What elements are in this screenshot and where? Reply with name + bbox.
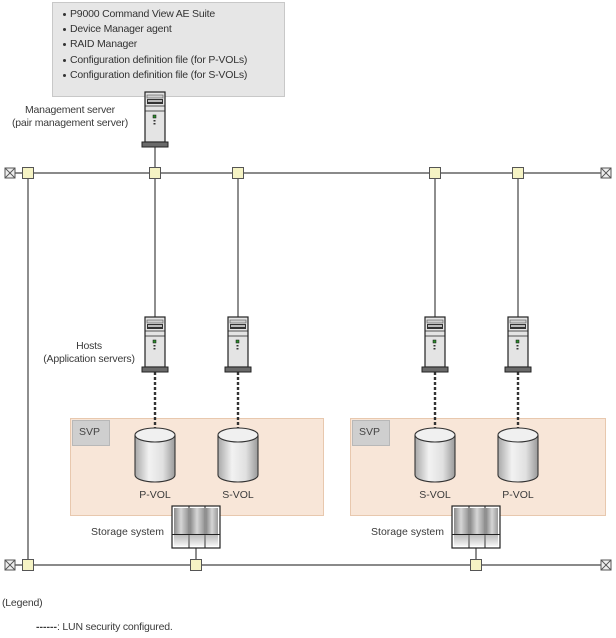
software-item: Configuration definition file (for S-VOL…: [63, 68, 284, 83]
software-item: Device Manager agent: [63, 22, 284, 37]
volume-label: P-VOL: [502, 489, 534, 501]
lan-terminator-icon: [4, 167, 16, 179]
volume-label: S-VOL: [222, 489, 254, 501]
storage-area-left: SVP: [70, 418, 324, 516]
host-server-icon[interactable]: [504, 316, 532, 373]
lan-port-node: [429, 167, 441, 179]
s-vol-cylinder-icon[interactable]: [217, 427, 259, 483]
legend-dashed-meaning: : LUN security configured.: [56, 621, 173, 633]
storage-system-label: Storage system: [371, 526, 444, 538]
lan-terminator-icon: [4, 559, 16, 571]
p-vol-cylinder-icon[interactable]: [134, 427, 176, 483]
lan-terminator-icon: [600, 167, 612, 179]
host-server-icon[interactable]: [224, 316, 252, 373]
host-server-icon[interactable]: [421, 316, 449, 373]
legend-entry: ------: LUN security configured.: [36, 621, 173, 634]
storage-system-rack-icon[interactable]: [171, 505, 221, 549]
lan-port-node: [190, 559, 202, 571]
software-item: P9000 Command View AE Suite: [63, 7, 284, 22]
software-item: RAID Manager: [63, 37, 284, 52]
hosts-label: Hosts (Application servers): [36, 340, 142, 366]
lan-port-node: [232, 167, 244, 179]
svp-badge: SVP: [352, 420, 390, 446]
management-server-label: Management server (pair management serve…: [0, 104, 140, 130]
lan-port-node: [470, 559, 482, 571]
management-server-label-line2: (pair management server): [12, 117, 128, 129]
software-list: P9000 Command View AE Suite Device Manag…: [53, 3, 284, 83]
lan-port-node: [22, 559, 34, 571]
hosts-label-line1: Hosts: [76, 340, 102, 352]
p-vol-cylinder-icon[interactable]: [497, 427, 539, 483]
storage-system-label: Storage system: [91, 526, 164, 538]
legend-dashed-symbol: ------: [36, 621, 57, 633]
legend-title: (Legend): [2, 597, 43, 609]
lan-terminator-icon: [600, 559, 612, 571]
management-software-box: P9000 Command View AE Suite Device Manag…: [52, 2, 285, 97]
hosts-label-line2: (Application servers): [43, 353, 135, 365]
management-server-label-line1: Management server: [25, 104, 115, 116]
management-server-icon[interactable]: [141, 91, 169, 148]
lan-port-node: [149, 167, 161, 179]
host-server-icon[interactable]: [141, 316, 169, 373]
lan-port-node: [512, 167, 524, 179]
software-item: Configuration definition file (for P-VOL…: [63, 53, 284, 68]
storage-system-rack-icon[interactable]: [451, 505, 501, 549]
s-vol-cylinder-icon[interactable]: [414, 427, 456, 483]
storage-area-right: SVP: [350, 418, 606, 516]
volume-label: P-VOL: [139, 489, 171, 501]
volume-label: S-VOL: [419, 489, 451, 501]
lan-port-node: [22, 167, 34, 179]
svp-badge: SVP: [72, 420, 110, 446]
